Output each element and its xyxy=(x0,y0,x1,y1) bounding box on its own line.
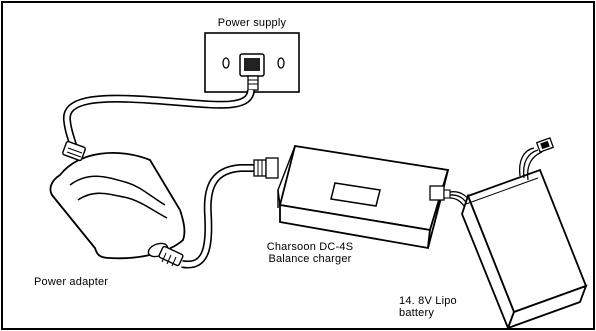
power-supply-label: Power supply xyxy=(217,17,287,29)
battery-label-line1: 14. 8V Lipo xyxy=(399,295,457,307)
power-adapter-label: Power adapter xyxy=(34,276,109,288)
battery-balance-lead xyxy=(518,137,555,181)
dc-cable xyxy=(181,164,258,269)
charger-label-line1: Charsoon DC-4S xyxy=(266,241,354,253)
lipo-battery xyxy=(461,168,588,331)
battery-label-line2: battery xyxy=(399,307,435,319)
wall-plug xyxy=(239,53,265,91)
charger-label-line2: Balance charger xyxy=(268,253,352,265)
power-adapter xyxy=(49,140,186,267)
balance-port xyxy=(429,185,451,201)
adapter-dc-plug xyxy=(147,242,184,267)
mains-cable xyxy=(62,89,255,150)
balance-charger xyxy=(277,144,450,250)
charger-input-connector xyxy=(253,157,279,179)
